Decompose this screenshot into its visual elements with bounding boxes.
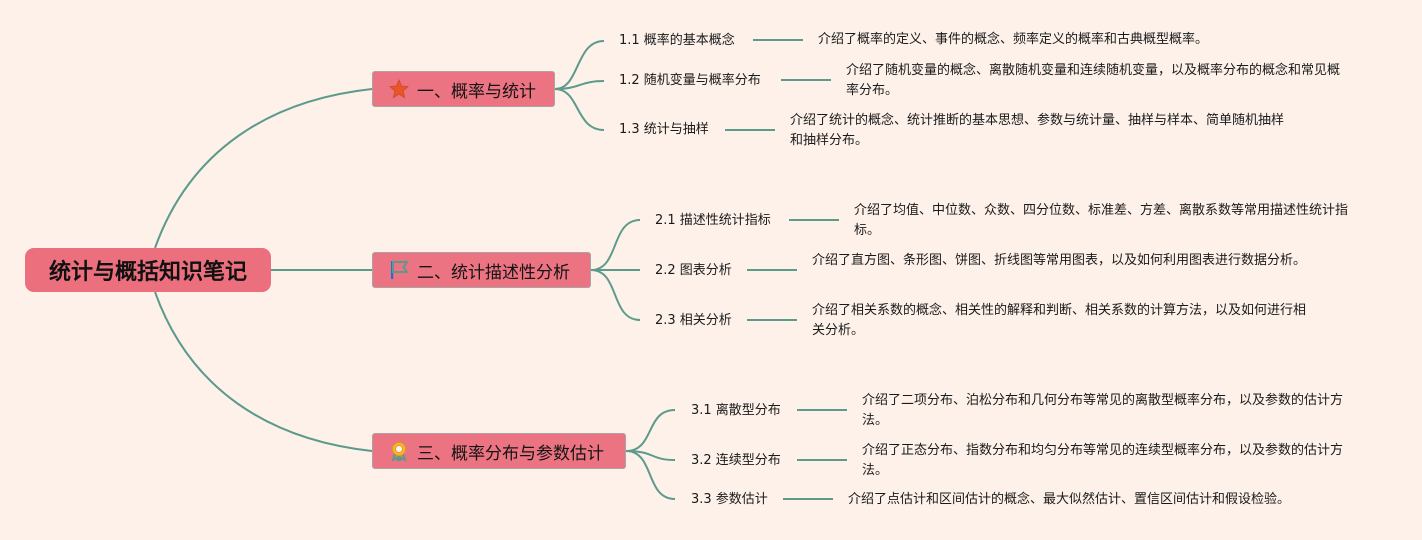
- sub-node-1-1[interactable]: 1.1 概率的基本概念: [619, 33, 735, 48]
- desc-1-3: 介绍了统计的概念、统计推断的基本思想、参数与统计量、抽样与样本、简单随机抽样和抽…: [790, 113, 1285, 148]
- branch-label-2: 二、统计描述性分析: [417, 262, 570, 283]
- sub-node-2-2[interactable]: 2.2 图表分析: [655, 263, 732, 278]
- branch-label-1: 一、概率与统计: [417, 81, 536, 102]
- sub-node-1-2[interactable]: 1.2 随机变量与概率分布: [619, 73, 761, 88]
- connector-b1-s1: [554, 40, 605, 90]
- desc-1-1: 介绍了概率的定义、事件的概念、频率定义的概率和古典概型概率。: [818, 32, 1209, 47]
- award-ribbon-icon: [389, 441, 409, 465]
- connector-b1-s2: [554, 80, 605, 90]
- sub-node-1-3[interactable]: 1.3 统计与抽样: [619, 122, 709, 137]
- connector-b2-s3: [590, 269, 641, 321]
- sub-node-3-1[interactable]: 3.1 离散型分布: [691, 403, 781, 418]
- desc-2-3: 介绍了相关系数的概念、相关性的解释和判断、相关系数的计算方法，以及如何进行相关分…: [812, 303, 1307, 338]
- star-icon: [389, 78, 409, 99]
- desc-3-1: 介绍了二项分布、泊松分布和几何分布等常见的离散型概率分布，以及参数的估计方法。: [862, 393, 1344, 428]
- sub-node-2-1[interactable]: 2.1 描述性统计指标: [655, 213, 771, 228]
- connector-b2-s1: [590, 219, 641, 271]
- root-node[interactable]: 统计与概括知识笔记: [25, 248, 271, 292]
- desc-2-1: 介绍了均值、中位数、众数、四分位数、标准差、方差、离散系数等常用描述性统计指标。: [854, 203, 1349, 238]
- desc-2-2: 介绍了直方图、条形图、饼图、折线图等常用图表，以及如何利用图表进行数据分析。: [812, 253, 1307, 268]
- connector-b3-s3: [625, 450, 676, 500]
- desc-3-2: 介绍了正态分布、指数分布和均匀分布等常见的连续型概率分布，以及参数的估计方法。: [862, 443, 1344, 478]
- sub-node-3-2[interactable]: 3.2 连续型分布: [691, 453, 781, 468]
- connector-b1-s3: [554, 88, 605, 131]
- connector-b3-s1: [625, 409, 676, 452]
- desc-1-2: 介绍了随机变量的概念、离散随机变量和连续随机变量，以及概率分布的概念和常见概率分…: [846, 63, 1341, 98]
- sub-node-2-3[interactable]: 2.3 相关分析: [655, 313, 732, 328]
- branch-node-2[interactable]: 二、统计描述性分析: [372, 252, 591, 288]
- connector-root-branch-3: [154, 291, 373, 452]
- root-title: 统计与概括知识笔记: [48, 260, 247, 285]
- connector-root-branch-1: [154, 88, 373, 249]
- branch-label-3: 三、概率分布与参数估计: [417, 443, 604, 464]
- flag-icon: [389, 260, 409, 280]
- branch-node-3[interactable]: 三、概率分布与参数估计: [372, 433, 626, 469]
- sub-node-3-3[interactable]: 3.3 参数估计: [691, 492, 768, 507]
- branch-node-1[interactable]: 一、概率与统计: [372, 71, 555, 107]
- desc-3-3: 介绍了点估计和区间估计的概念、最大似然估计、置信区间估计和假设检验。: [848, 492, 1291, 507]
